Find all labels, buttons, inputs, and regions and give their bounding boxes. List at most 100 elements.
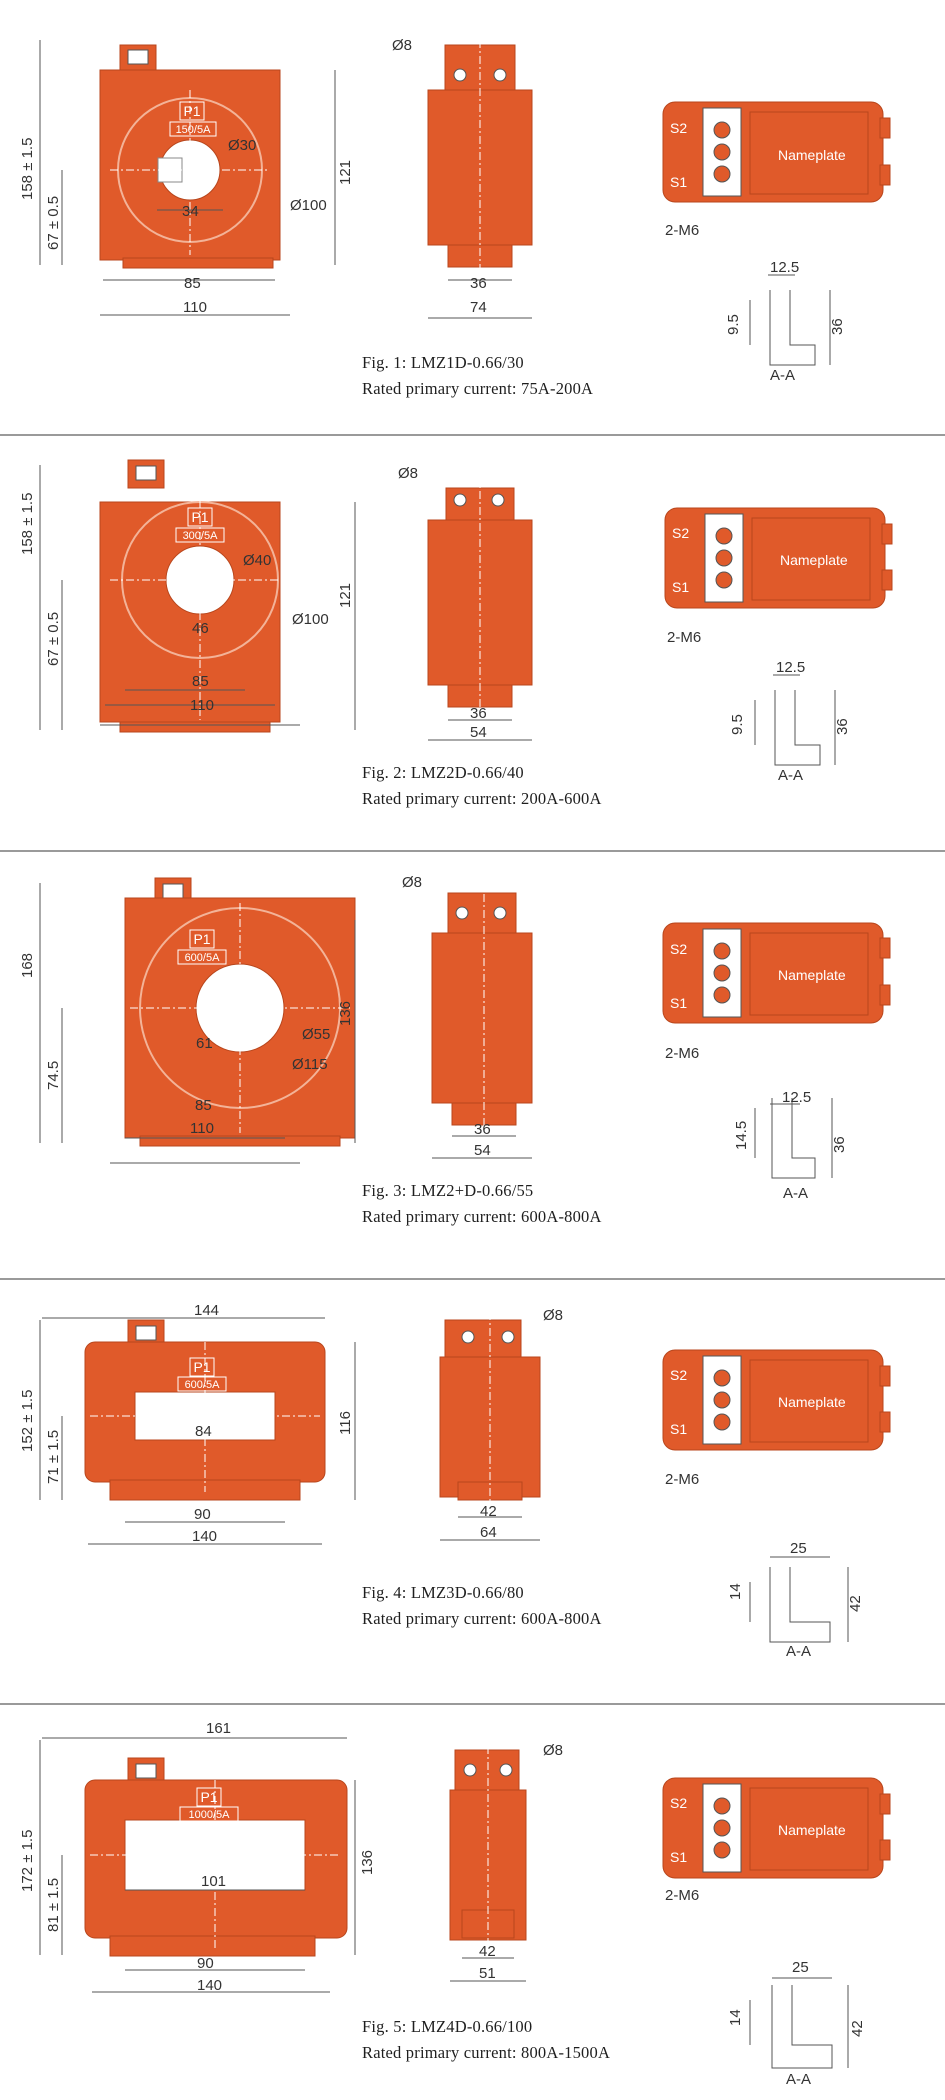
side-view: [427, 40, 533, 275]
side-view: [439, 1312, 541, 1507]
side-inner-dim: 36: [470, 705, 487, 722]
s2-label: S2: [670, 941, 687, 957]
caption-fig5: Fig. 5: LMZ4D-0.66/100 Rated primary cur…: [362, 2014, 610, 2066]
section-label: A-A: [770, 367, 795, 384]
screw-label: 2-M6: [665, 222, 699, 239]
center-height-dim: 74.5: [45, 1061, 62, 1090]
ratio-label: 600/5A: [185, 952, 221, 964]
inner-diameter-dim: Ø30: [228, 137, 256, 154]
p1-label: P1: [183, 103, 200, 119]
side-outer-dim: 54: [470, 724, 487, 741]
right-height-dim: 121: [337, 160, 354, 185]
foot-inner-dim: 85: [192, 673, 209, 690]
section-label: A-A: [783, 1185, 808, 1202]
caption-rated: Rated primary current: 800A-1500A: [362, 2043, 611, 2062]
section-aa: [749, 274, 831, 366]
section-right-dim: 42: [847, 1595, 864, 1612]
s2-label: S2: [670, 120, 687, 136]
p1-label: P1: [193, 1359, 210, 1375]
terminal-box: [662, 101, 891, 203]
section-aa: [754, 1098, 833, 1179]
drawing-fig5: P1 1000/5A 161 172 ± 1.5 81 ± 1.5 136 10…: [19, 1720, 891, 2088]
height-dim: 152 ± 1.5: [19, 1390, 36, 1452]
separator: [0, 850, 945, 852]
right-height-dim: 136: [337, 1001, 354, 1026]
caption-title: Fig. 2: LMZ2D-0.66/40: [362, 763, 524, 782]
terminal-box: [662, 922, 891, 1024]
separator: [0, 434, 945, 436]
drawing-fig1: P1 150/5A 158 ± 1.5 67 ± 0.5 121 Ø30 Ø10…: [19, 37, 891, 384]
caption-fig1: Fig. 1: LMZ1D-0.66/30 Rated primary curr…: [362, 350, 593, 402]
front-view: P1 300/5A: [99, 459, 290, 733]
p1-label: P1: [193, 931, 210, 947]
section-left-dim: 14: [727, 2009, 744, 2026]
nameplate-label: Nameplate: [778, 1394, 846, 1410]
s1-label: S1: [670, 1849, 687, 1865]
caption-title: Fig. 4: LMZ3D-0.66/80: [362, 1583, 524, 1602]
caption-rated: Rated primary current: 200A-600A: [362, 789, 602, 808]
center-height-dim: 71 ± 1.5: [45, 1430, 62, 1484]
foot-inner-dim: 90: [194, 1506, 211, 1523]
section-aa: [754, 674, 836, 766]
drawing-fig2: P1 300/5A 158 ± 1.5 67 ± 0.5 121 Ø40 Ø10…: [19, 459, 893, 784]
outer-diameter-dim: Ø115: [292, 1056, 328, 1073]
right-height-dim: 116: [337, 1411, 354, 1435]
inner-diameter-dim: Ø55: [302, 1026, 330, 1043]
drawing-fig4: P1 600/5A 144 152 ± 1.5 71 ± 1.5 116 84 …: [19, 1302, 891, 1660]
separator: [0, 1278, 945, 1280]
height-dim: 158 ± 1.5: [19, 493, 36, 555]
hole-dim: Ø8: [398, 465, 418, 482]
caption-rated: Rated primary current: 75A-200A: [362, 379, 594, 398]
s2-label: S2: [670, 1795, 687, 1811]
s2-label: S2: [670, 1367, 687, 1383]
section-right-dim: 36: [829, 318, 846, 335]
section-left-dim: 14: [727, 1583, 744, 1600]
section-width-dim: 12.5: [770, 259, 799, 276]
right-height-dim: 136: [359, 1850, 376, 1875]
side-outer-dim: 64: [480, 1524, 497, 1541]
side-outer-dim: 51: [479, 1965, 496, 1982]
nameplate-label: Nameplate: [778, 1822, 846, 1838]
window-dim: 46: [192, 620, 209, 637]
window-dim: 101: [201, 1873, 226, 1890]
screw-label: 2-M6: [667, 629, 701, 646]
foot-outer-dim: 140: [192, 1528, 217, 1545]
caption-fig3: Fig. 3: LMZ2+D-0.66/55 Rated primary cur…: [362, 1178, 602, 1230]
terminal-box: [662, 1777, 891, 1879]
section-right-dim: 42: [849, 2020, 866, 2037]
window-dim: 61: [196, 1035, 213, 1052]
foot-outer-dim: 110: [190, 697, 214, 714]
side-inner-dim: 36: [470, 275, 487, 292]
front-dims: [39, 40, 336, 316]
side-inner-dim: 42: [479, 1943, 496, 1960]
outer-diameter-dim: Ø100: [290, 197, 327, 214]
front-view: P1 150/5A: [99, 44, 281, 269]
ratio-label: 150/5A: [176, 124, 212, 136]
inner-diameter-dim: Ø40: [243, 552, 271, 569]
caption-fig4: Fig. 4: LMZ3D-0.66/80 Rated primary curr…: [362, 1580, 602, 1632]
figure-4: P1 600/5A 144 152 ± 1.5 71 ± 1.5 116 84 …: [0, 1282, 945, 1682]
screw-label: 2-M6: [665, 1471, 699, 1488]
section-left-dim: 14.5: [733, 1121, 750, 1150]
top-width-dim: 161: [206, 1720, 231, 1737]
nameplate-label: Nameplate: [780, 552, 848, 568]
caption-rated: Rated primary current: 600A-800A: [362, 1207, 602, 1226]
section-right-dim: 36: [834, 718, 851, 735]
center-height-dim: 67 ± 0.5: [45, 612, 62, 666]
section-label: A-A: [778, 767, 803, 784]
s1-label: S1: [670, 1421, 687, 1437]
hole-dim: Ø8: [543, 1742, 563, 1759]
center-height-dim: 67 ± 0.5: [45, 196, 62, 250]
side-inner-dim: 42: [480, 1503, 497, 1520]
s1-label: S1: [670, 174, 687, 190]
foot-inner-dim: 85: [184, 275, 201, 292]
caption-rated: Rated primary current: 600A-800A: [362, 1609, 602, 1628]
side-outer-dim: 74: [470, 299, 487, 316]
front-view: P1 1000/5A: [84, 1757, 348, 1957]
ratio-label: 1000/5A: [189, 1809, 231, 1821]
section-label: A-A: [786, 1643, 811, 1660]
caption-title: Fig. 1: LMZ1D-0.66/30: [362, 353, 524, 372]
foot-outer-dim: 140: [197, 1977, 222, 1994]
caption-fig2: Fig. 2: LMZ2D-0.66/40 Rated primary curr…: [362, 760, 602, 812]
terminal-box: [662, 1349, 891, 1451]
